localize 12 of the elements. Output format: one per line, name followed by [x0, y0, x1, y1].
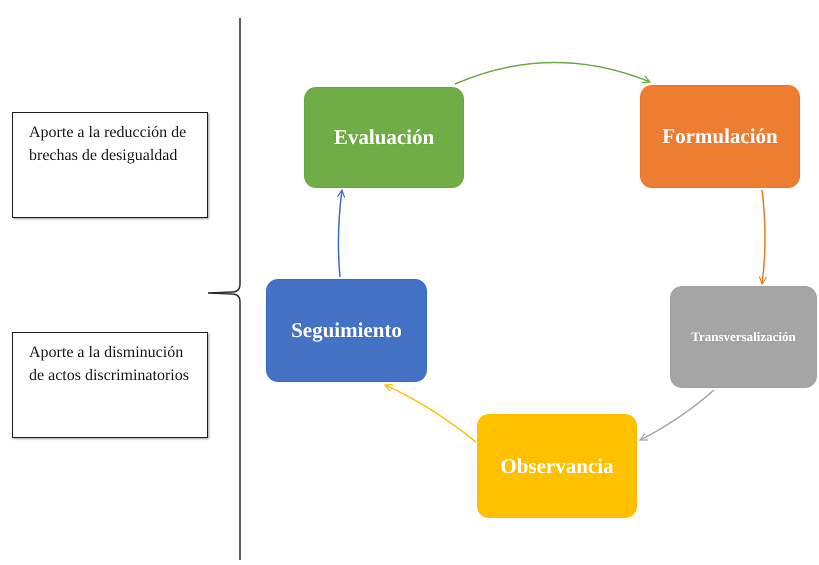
text-box: Aporte a la disminución de actos discriminatorios: [12, 332, 208, 438]
arrow: [384, 384, 476, 443]
arrow: [454, 62, 651, 85]
process-box: Seguimiento: [266, 279, 427, 382]
arrow: [758, 190, 768, 285]
process-box: Transversalización: [670, 286, 817, 388]
arrow: [336, 189, 346, 278]
process-box: Observancia: [477, 414, 637, 518]
process-box: Evaluación: [304, 87, 464, 188]
arrow: [639, 389, 714, 441]
text-box: Aporte a la reducción de brechas de desigualdad: [12, 112, 208, 218]
process-box: Formulación: [640, 85, 800, 188]
